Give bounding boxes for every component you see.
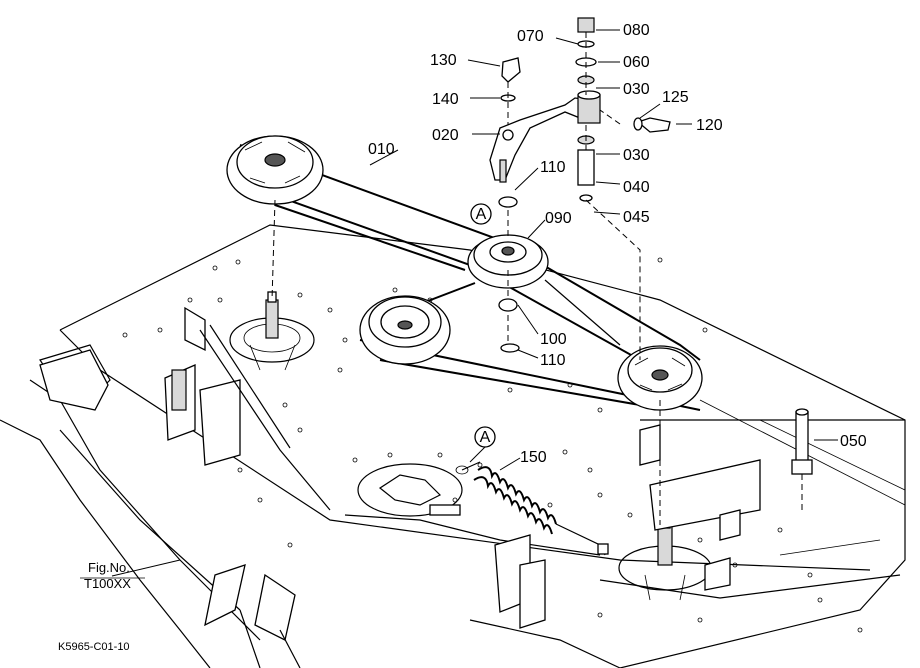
part-label-045: 045 [623, 209, 650, 226]
part-label-030-upper: 030 [623, 81, 650, 98]
tension-arm-020 [489, 90, 601, 183]
figure-caption-line2: T100XX [84, 576, 131, 591]
spring-150 [455, 461, 609, 556]
figure-caption-line1: Fig.No. [88, 560, 130, 575]
part-label-150: 150 [520, 449, 547, 466]
callout-a-lower: A [469, 426, 496, 463]
center-pulley [359, 295, 451, 365]
part-label-030-lower: 030 [623, 147, 650, 164]
callout-a-upper: A [470, 203, 492, 225]
part-label-010: 010 [368, 141, 395, 158]
callout-a-label-upper: A [476, 206, 487, 223]
mower-deck [0, 224, 906, 668]
part-label-060: 060 [623, 54, 650, 71]
left-pulley [226, 135, 324, 205]
part-label-050: 050 [840, 433, 867, 450]
left-spindle [229, 291, 315, 371]
figure-caption: Fig.No. T100XX [80, 560, 145, 591]
leader-lines [111, 29, 838, 577]
part-label-090: 090 [545, 210, 572, 227]
part-label-120: 120 [696, 117, 723, 134]
part-label-130: 130 [430, 52, 457, 69]
front-links [39, 349, 301, 668]
bolt-050 [791, 408, 813, 475]
part-label-140: 140 [432, 91, 459, 108]
right-pulley [617, 345, 703, 411]
deck-rivets [122, 257, 863, 633]
part-label-040: 040 [623, 179, 650, 196]
part-label-125: 125 [662, 89, 689, 106]
assembly-lines [271, 32, 803, 525]
callout-a-label-lower: A [480, 429, 491, 446]
part-label-020: 020 [432, 127, 459, 144]
part-label-100: 100 [540, 331, 567, 348]
part-label-110-upper: 110 [540, 159, 566, 176]
spring-coils [473, 466, 557, 535]
part-label-110-lower: 110 [540, 352, 566, 369]
image-code: K5965-C01-10 [58, 641, 130, 653]
part-label-070: 070 [517, 28, 544, 45]
part-labels: 080 070 060 130 030 125 140 120 020 030 … [368, 22, 867, 466]
center-spindle-pad [357, 463, 463, 517]
left-bracket [164, 306, 331, 511]
part-label-080: 080 [623, 22, 650, 39]
right-spindle [618, 517, 712, 601]
right-bracket [494, 424, 761, 629]
